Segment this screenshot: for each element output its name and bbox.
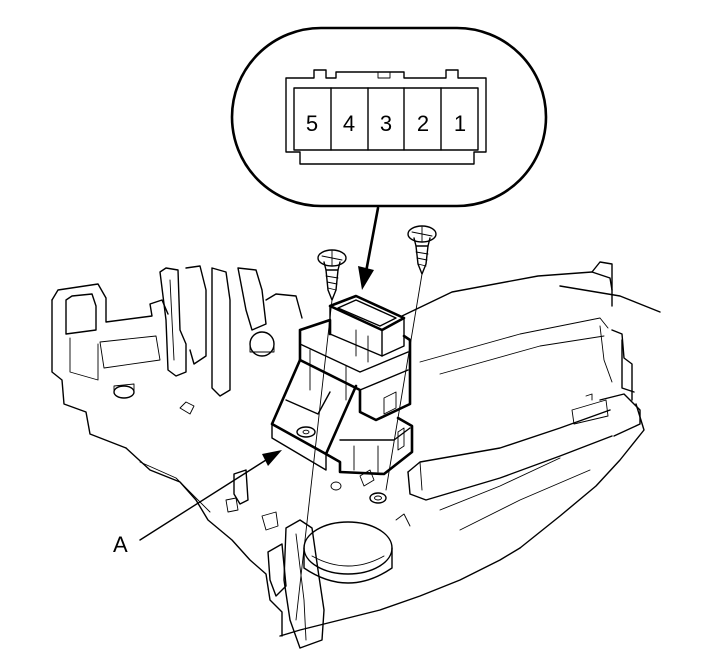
pin-label-5: 5: [306, 111, 318, 136]
screw-right-guide-line: [385, 273, 423, 491]
screw-right: [407, 225, 437, 275]
pin-label-2: 2: [417, 111, 429, 136]
screw-left: [317, 249, 347, 301]
callout-label-a: A: [113, 532, 128, 557]
pin-label-4: 4: [343, 111, 355, 136]
callout-a-leader: [139, 450, 282, 541]
inset-bubble-outline: [230, 26, 548, 208]
inset-pointer-arrow: [358, 206, 380, 290]
connector-inset: 5 4 3 2 1: [230, 26, 548, 208]
connector-face: [285, 69, 487, 165]
switch-assembly: [270, 294, 414, 476]
pin-label-1: 1: [454, 111, 466, 136]
screw-left-guide-line: [295, 299, 333, 621]
console-base: [51, 261, 661, 649]
pin-label-3: 3: [380, 111, 392, 136]
